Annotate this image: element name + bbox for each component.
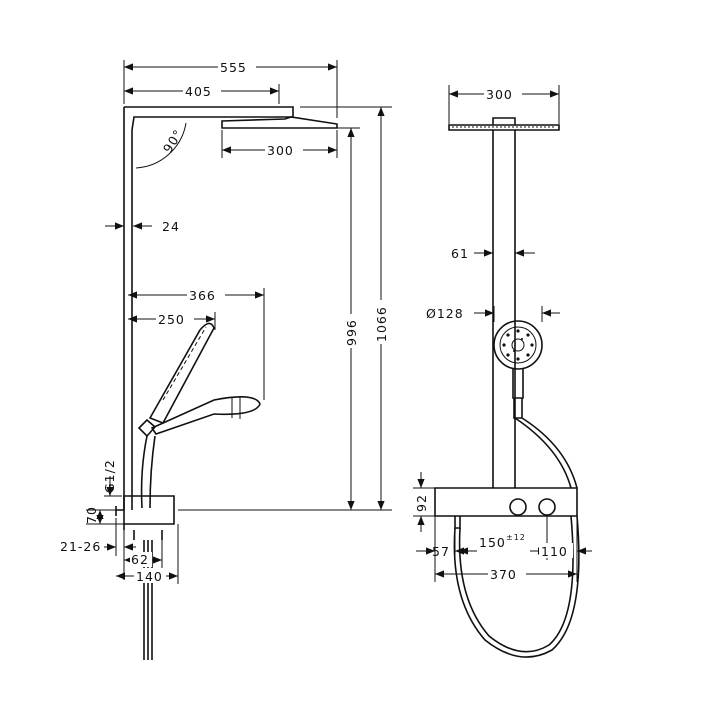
- overhead-shower-side: [221, 116, 338, 129]
- knob-right: [538, 498, 556, 516]
- hose-upper-front: [514, 417, 578, 489]
- riser-pipe-side: [123, 107, 133, 510]
- thermostat-body: [434, 487, 578, 517]
- dim-valve-width-front: 370: [490, 567, 517, 582]
- hose-loop: [453, 515, 580, 658]
- dim-wall-distance: 21-26: [60, 539, 101, 554]
- dim-handshower-diameter: Ø128: [426, 306, 464, 321]
- shower-arm-side: [124, 106, 294, 131]
- handshower-holder: [513, 398, 523, 419]
- dim-connection-tolerance: ±12: [506, 533, 526, 542]
- outlet-connector: [454, 516, 461, 529]
- dim-height-total: 1066: [374, 306, 389, 342]
- handshower-grip: [512, 369, 524, 399]
- dim-left-offset: 57: [432, 544, 450, 559]
- side-dims: 555 405 300 24 366 250: [60, 58, 392, 584]
- knob-left: [509, 498, 527, 516]
- dim-head-width-front: 300: [486, 87, 513, 102]
- dim-valve-offset: 70: [84, 506, 99, 524]
- dim-valve-depth: 62: [131, 552, 149, 567]
- hose-side: [140, 435, 156, 509]
- dim-head-width: 300: [267, 143, 294, 158]
- dim-height-head: 996: [344, 319, 359, 346]
- riser-pipe-front: [492, 130, 516, 488]
- dim-total-width: 555: [220, 60, 247, 75]
- handshower-upper: [148, 322, 215, 424]
- dim-handshower-reach: 366: [189, 288, 216, 303]
- dim-connection-spacing: 150: [479, 535, 506, 550]
- dim-pipe-diameter: 61: [451, 246, 469, 261]
- dim-right-offset: 110: [541, 544, 568, 559]
- side-view: 90° 555 405 300: [60, 58, 392, 660]
- valve-side: [115, 495, 175, 660]
- nozzles: [502, 329, 534, 361]
- dim-valve-width: 140: [136, 569, 163, 584]
- handshower-front: [493, 320, 543, 370]
- dim-valve-height: 92: [414, 494, 429, 512]
- front-view: 300 61 Ø128 92 57 150: [413, 85, 592, 658]
- angle-arc: [135, 122, 187, 169]
- dim-holder: 250: [158, 312, 185, 327]
- front-dims: 300 61 Ø128 92 57 150: [413, 85, 592, 582]
- dim-arm-length: 405: [185, 84, 212, 99]
- dim-pipe-offset: 24: [162, 219, 180, 234]
- overhead-shower-front: [448, 117, 560, 131]
- angle-label: 90°: [160, 126, 186, 155]
- handshower-lower: [150, 396, 261, 435]
